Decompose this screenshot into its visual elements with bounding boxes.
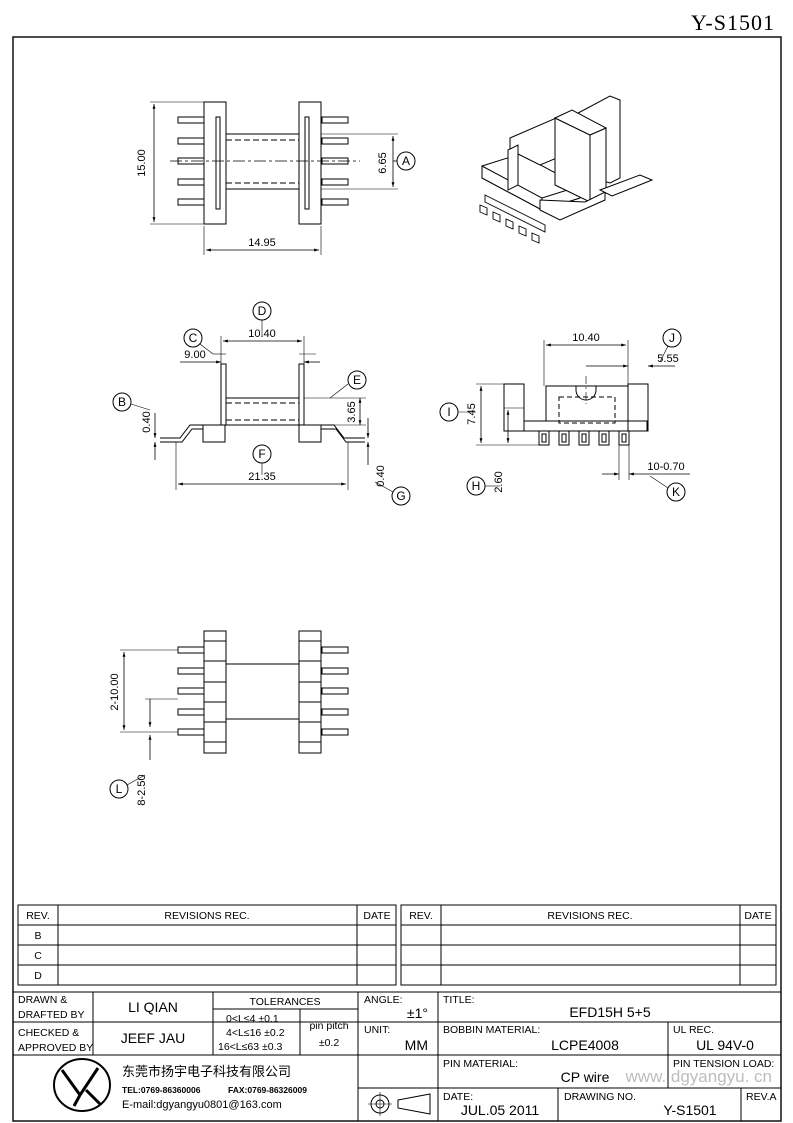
bubble-e: E bbox=[353, 373, 361, 387]
bubble-a bbox=[396, 151, 416, 171]
pin-material-label: PIN MATERIAL: bbox=[443, 1058, 518, 1070]
pins-right-bottom bbox=[321, 646, 349, 736]
title-label: TITLE: bbox=[443, 994, 475, 1006]
dim-pitch: 2-10.00 bbox=[109, 673, 121, 710]
pin-tension-label: PIN TENSION LOAD: bbox=[673, 1058, 774, 1070]
company-name: 东莞市扬宇电子科技有限公司 bbox=[122, 1064, 291, 1079]
company-email: E-mail:dgyangyu0801@163.com bbox=[122, 1099, 282, 1111]
rev-row-c: C bbox=[34, 950, 42, 962]
pin-material-value: CP wire bbox=[561, 1069, 610, 1085]
rev-row-b: B bbox=[34, 930, 41, 942]
bottom-view bbox=[109, 630, 349, 799]
watermark: www. dgyangyu. cn bbox=[625, 1067, 772, 1086]
rev-header-rec-left: REVISIONS REC. bbox=[164, 910, 249, 922]
unit-label: UNIT: bbox=[364, 1024, 390, 1036]
drawn-label-2: DRAFTED BY bbox=[18, 1009, 85, 1021]
checked-label-1: CHECKED & bbox=[18, 1027, 79, 1039]
revision-table bbox=[17, 904, 777, 986]
dim-15: 15.00 bbox=[136, 149, 148, 177]
drawing-no-value: Y-S1501 bbox=[663, 1102, 716, 1118]
checked-label-2: APPROVED BY bbox=[18, 1042, 93, 1054]
angle-label: ANGLE: bbox=[364, 994, 403, 1006]
company-tel: TEL:0769-86360006 bbox=[122, 1085, 201, 1095]
bubble-l: L bbox=[116, 782, 123, 796]
dim-side-foot: 0.40 bbox=[375, 465, 387, 486]
bubble-d: D bbox=[258, 304, 267, 318]
checked-value: JEEF JAU bbox=[121, 1030, 186, 1046]
iso-view bbox=[479, 95, 654, 244]
dim-665: 6.65 bbox=[377, 152, 389, 173]
bobbin-value: LCPE4008 bbox=[551, 1037, 619, 1053]
pins-left-bottom bbox=[177, 646, 205, 736]
side-view bbox=[112, 301, 411, 506]
date-label: DATE: bbox=[443, 1091, 473, 1103]
ul-label: UL REC. bbox=[673, 1024, 714, 1036]
rev-row-d: D bbox=[34, 970, 42, 982]
bubble-b: B bbox=[118, 395, 126, 409]
tolerances-title: TOLERANCES bbox=[250, 996, 321, 1008]
drawn-label-1: DRAWN & bbox=[18, 994, 67, 1006]
tol-row-1: 0<L≤4 ±0.1 bbox=[226, 1013, 279, 1025]
tol-row-3: 16<L≤63 ±0.3 bbox=[218, 1041, 283, 1053]
drawn-value: LI QIAN bbox=[128, 999, 178, 1015]
dim-front-height: 7.45 bbox=[466, 403, 478, 424]
front-pins bbox=[538, 430, 630, 446]
ul-value: UL 94V-0 bbox=[696, 1037, 754, 1053]
sheet-border bbox=[12, 36, 782, 1122]
drawing-no-label: DRAWING NO. bbox=[564, 1091, 636, 1103]
title-block bbox=[12, 991, 782, 1122]
dim-side-height: 3.65 bbox=[346, 401, 358, 422]
bubble-c: C bbox=[189, 331, 198, 345]
top-view bbox=[150, 101, 416, 255]
bubble-a-label: A bbox=[402, 154, 410, 168]
rev-header-date-left: DATE bbox=[363, 910, 390, 922]
dim-side-flange: 0.40 bbox=[141, 411, 153, 432]
bubble-j: J bbox=[669, 331, 675, 345]
title-value: EFD15H 5+5 bbox=[569, 1004, 651, 1020]
bobbin-label: BOBBIN MATERIAL: bbox=[443, 1024, 540, 1036]
bubble-g: G bbox=[396, 489, 405, 503]
bubble-f: F bbox=[258, 447, 265, 461]
dim-pin-width: 8-2.50 bbox=[136, 774, 148, 805]
dim-front-width: 10.40 bbox=[572, 332, 600, 344]
bubble-h: H bbox=[472, 479, 481, 493]
flange-right bbox=[298, 101, 322, 225]
angle-value: ±1° bbox=[407, 1005, 428, 1021]
flange-left bbox=[203, 101, 227, 225]
rev-header-date-right: DATE bbox=[744, 910, 771, 922]
rev-label: REV.A bbox=[746, 1091, 777, 1103]
date-value: JUL.05 2011 bbox=[461, 1102, 540, 1118]
unit-value: MM bbox=[405, 1037, 428, 1053]
dim-front-pin: 2.60 bbox=[493, 471, 505, 492]
company-fax: FAX:0769-86326009 bbox=[228, 1085, 307, 1095]
dim-front-inner: 5.55 bbox=[657, 353, 678, 365]
document-number: Y-S1501 bbox=[690, 10, 775, 35]
bubble-i: I bbox=[447, 405, 450, 419]
bubble-k: K bbox=[672, 485, 680, 499]
pin-pitch-label: pin pitch bbox=[309, 1020, 348, 1032]
dim-side-total: 21.35 bbox=[248, 471, 276, 483]
rev-header-rev-right: REV. bbox=[409, 910, 433, 922]
rev-header-rec-right: REVISIONS REC. bbox=[547, 910, 632, 922]
dim-1495: 14.95 bbox=[248, 237, 276, 249]
pin-pitch-value: ±0.2 bbox=[319, 1037, 340, 1049]
dim-side-inner: 10.40 bbox=[248, 328, 276, 340]
front-view bbox=[439, 328, 690, 502]
rev-header-rev-left: REV. bbox=[26, 910, 50, 922]
iso-pins bbox=[479, 194, 546, 244]
tol-row-2: 4<L≤16 ±0.2 bbox=[226, 1027, 285, 1039]
dim-front-pin-dia: 10-0.70 bbox=[647, 461, 684, 473]
dim-side-core: 9.00 bbox=[184, 349, 205, 361]
